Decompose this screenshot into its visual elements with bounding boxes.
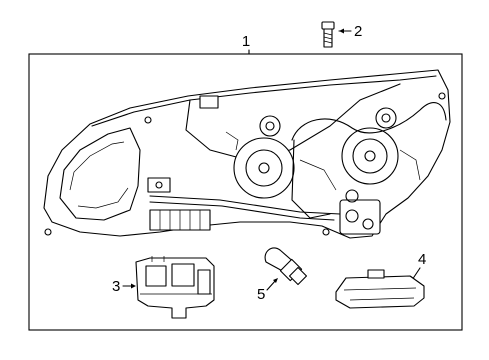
callout-2: 2 [338, 23, 362, 40]
callout-4-label: 4 [418, 251, 426, 268]
diagram-frame [28, 53, 463, 331]
callout-4: 4 [411, 251, 426, 282]
bulb-icon [264, 247, 308, 286]
callout-3-label: 3 [112, 278, 120, 295]
bolt-icon [321, 21, 335, 48]
headlamp-assembly-icon [43, 69, 451, 239]
control-module-cover-icon [335, 269, 425, 309]
callout-1: 1 [242, 33, 250, 55]
callout-5-label: 5 [257, 286, 265, 303]
ballast-module-icon [135, 256, 215, 319]
callout-2-label: 2 [354, 23, 362, 40]
callout-5: 5 [257, 278, 278, 303]
callout-3: 3 [112, 278, 136, 295]
callout-1-label: 1 [242, 33, 250, 50]
